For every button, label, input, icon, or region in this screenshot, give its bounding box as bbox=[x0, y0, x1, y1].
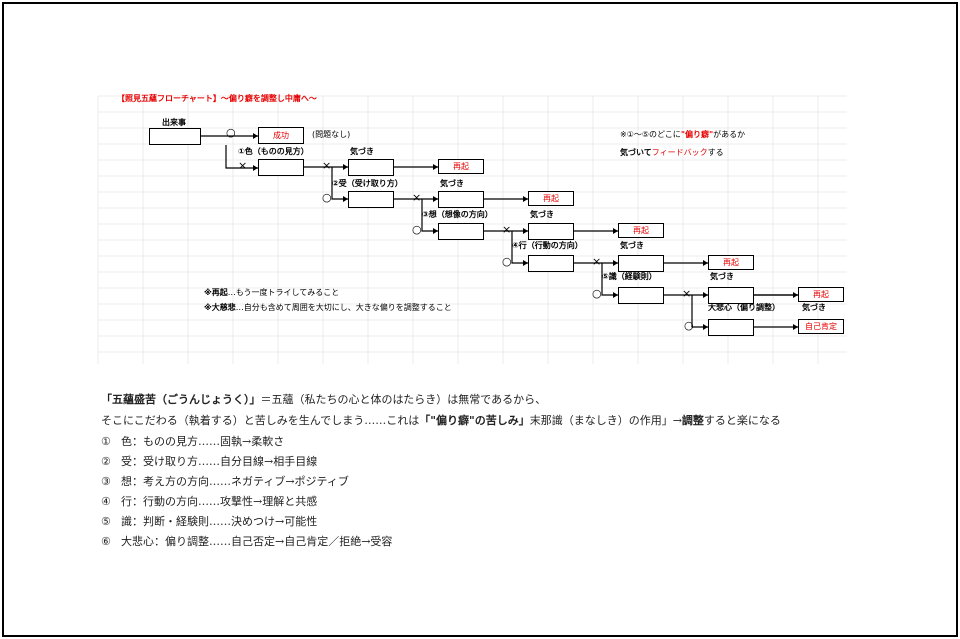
arrow-heads bbox=[253, 133, 798, 330]
notice-box-5 bbox=[708, 287, 754, 304]
ok-mark: ○ bbox=[226, 126, 236, 139]
step1-label: ①色（ものの見方） bbox=[238, 147, 309, 156]
notice-box-3 bbox=[528, 223, 574, 240]
ng-mark-1b: × bbox=[322, 159, 332, 172]
ng-mark-4: × bbox=[592, 255, 602, 268]
right-note-line1: ※①～⑤のどこに"偏り癖"があるか bbox=[620, 130, 746, 139]
ng-mark-1: × bbox=[238, 159, 248, 172]
success-note: (問題なし) bbox=[312, 130, 351, 139]
ng-mark-5: × bbox=[682, 287, 692, 300]
step6-box bbox=[708, 319, 754, 336]
ok-mark-6: ○ bbox=[684, 319, 694, 332]
step6-label: 大悲心（偏り調整） bbox=[708, 303, 780, 312]
step2-label: ②受（受け取り方） bbox=[332, 179, 403, 188]
chart-title: 【照見五蘊フローチャート】～偏り癖を調整し中庸へ～ bbox=[117, 94, 317, 103]
restart-box-5: 再起 bbox=[798, 287, 844, 302]
step2-box bbox=[348, 191, 394, 208]
notice-box-4 bbox=[618, 255, 664, 272]
explanation-line2: そこにこだわる（執着する）と苦しみを生んでしまう……これは「"偏り癖"の苦しみ」… bbox=[101, 414, 781, 427]
step4-label: ④行（行動の方向） bbox=[512, 241, 583, 250]
notice-box-1 bbox=[348, 159, 394, 176]
notice-label-2: 気づき bbox=[440, 179, 464, 188]
success-box: 成功 bbox=[258, 127, 304, 144]
right-note-line2: 気づいてフィードバックする bbox=[620, 148, 724, 157]
start-box bbox=[149, 128, 201, 145]
restart-box-4: 再起 bbox=[708, 255, 754, 270]
start-label: 出来事 bbox=[162, 118, 186, 127]
ok-mark-3: ○ bbox=[412, 223, 422, 236]
restart-box-2: 再起 bbox=[528, 191, 574, 206]
restart-box-1: 再起 bbox=[438, 159, 484, 174]
note-compassion: ※大慈悲…自分も含めて周囲を大切にし、大きな偏りを調整すること bbox=[204, 303, 452, 312]
notice-label-1: 気づき bbox=[350, 147, 374, 156]
step1-box bbox=[258, 159, 304, 176]
notice-box-2 bbox=[438, 191, 484, 208]
notice-label-4: 気づき bbox=[620, 241, 644, 250]
ng-mark-2: × bbox=[412, 191, 422, 204]
ok-mark-2: ○ bbox=[322, 191, 332, 204]
ok-mark-4: ○ bbox=[502, 255, 512, 268]
step4-box bbox=[528, 255, 574, 272]
self-affirm-box: 自己肯定 bbox=[798, 319, 844, 334]
ok-mark-5: ○ bbox=[592, 287, 602, 300]
step5-box bbox=[618, 287, 664, 304]
notice-label-6: 気づき bbox=[802, 303, 826, 312]
notice-label-3: 気づき bbox=[530, 210, 554, 219]
step5-label: ⑤識（経験則） bbox=[602, 272, 657, 281]
ng-mark-3: × bbox=[502, 223, 512, 236]
explanation-line1: 「五蘊盛苦（ごうんじょうく）」＝五蘊（私たちの心と体のはたらき）は無常であるから… bbox=[101, 393, 547, 406]
restart-box-3: 再起 bbox=[618, 223, 664, 238]
step3-box bbox=[438, 223, 484, 240]
note-restart: ※再起…もう一度トライしてみること bbox=[204, 288, 340, 297]
notice-label-5: 気づき bbox=[710, 272, 734, 281]
flow-connectors bbox=[201, 135, 798, 328]
flowchart-lines bbox=[97, 95, 847, 364]
step3-label: ③想（想像の方向） bbox=[422, 210, 493, 219]
